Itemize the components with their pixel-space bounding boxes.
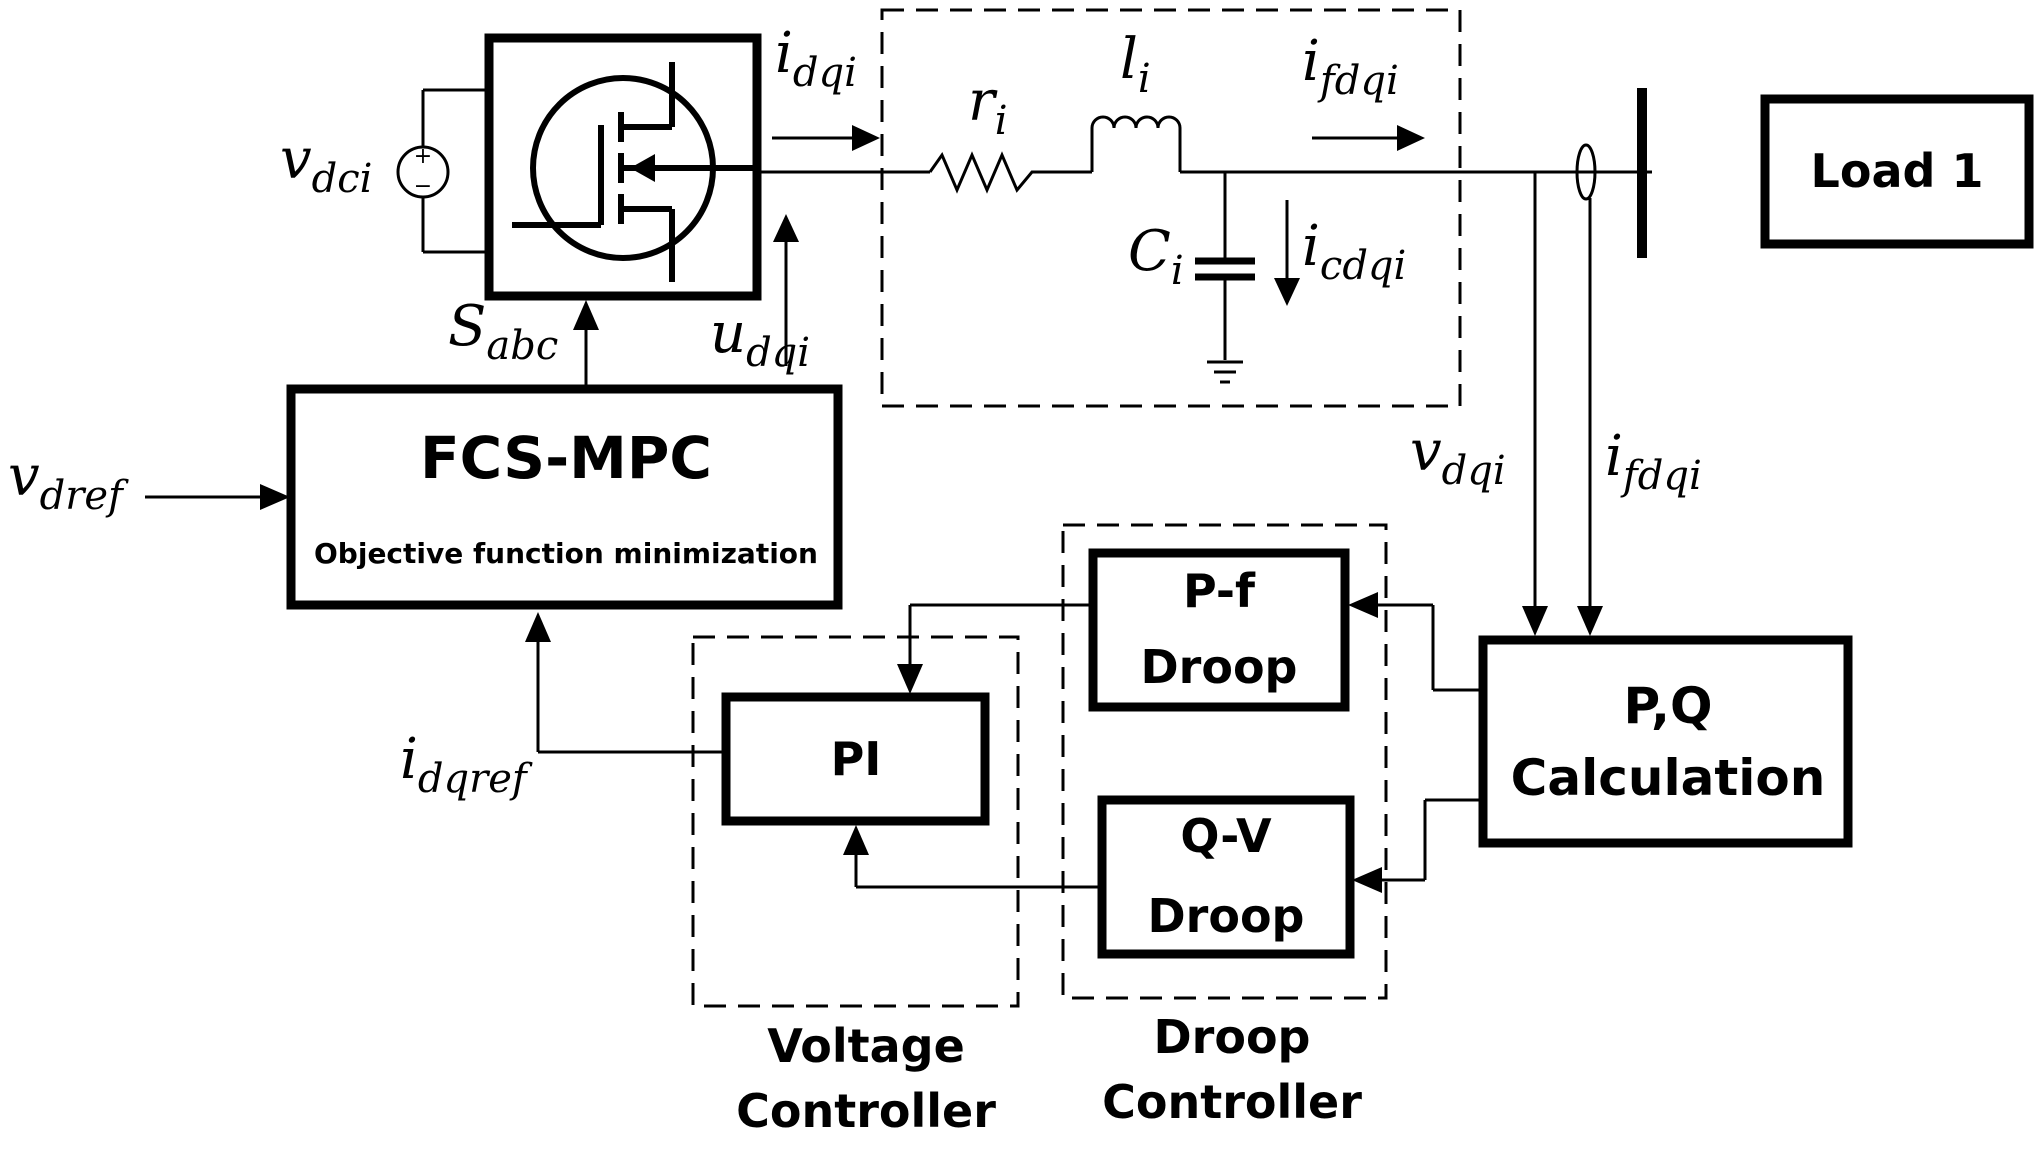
droop-controller-group bbox=[1061, 523, 1388, 1000]
i-fdqi-top-label: ifdqi bbox=[1302, 29, 1399, 104]
capacitor-c-i bbox=[1195, 172, 1255, 360]
r-i-label: ri bbox=[968, 69, 1008, 144]
i-fdqi-arrow bbox=[1312, 125, 1425, 151]
voltage-controller-group bbox=[691, 635, 1020, 1008]
fcs-mpc-subtitle: Objective function minimization bbox=[314, 537, 818, 570]
voltage-controller-caption-line2: Controller bbox=[736, 1084, 996, 1138]
dc-voltage-source: + − bbox=[396, 88, 487, 254]
mosfet-icon bbox=[512, 62, 757, 282]
source-plus-sign: + bbox=[414, 144, 432, 169]
i-fdqi-feedback-label: ifdqi bbox=[1605, 424, 1702, 499]
i-dqref-path bbox=[525, 612, 724, 754]
q-v-droop-line2: Droop bbox=[1147, 889, 1304, 943]
inductor-l-i bbox=[1090, 115, 1182, 172]
v-dqi-feedback-path bbox=[1522, 172, 1548, 636]
i-dqi-arrow bbox=[772, 125, 880, 151]
u-dqi-label: udqi bbox=[710, 301, 810, 376]
p-f-droop-line2: Droop bbox=[1140, 640, 1297, 694]
u-dqi-arrow bbox=[773, 214, 799, 366]
q-v-droop-block bbox=[1097, 795, 1355, 959]
source-minus-sign: − bbox=[414, 174, 432, 199]
s-abc-arrow bbox=[573, 300, 599, 387]
i-cdqi-label: icdqi bbox=[1302, 214, 1406, 289]
pq-calculation-block bbox=[1478, 635, 1853, 848]
pi-block bbox=[721, 692, 990, 826]
pq-to-q-v-path bbox=[1352, 798, 1483, 893]
v-dci-label: vdci bbox=[280, 127, 372, 202]
current-sensor-icon bbox=[1575, 143, 1597, 201]
p-f-to-pi-path bbox=[897, 603, 1093, 694]
resistor-r-i bbox=[928, 151, 1092, 194]
l-i-label: li bbox=[1120, 27, 1151, 102]
ground-icon bbox=[1207, 360, 1243, 384]
c-i-label: Ci bbox=[1128, 219, 1184, 294]
pq-calc-line1: P,Q bbox=[1624, 677, 1713, 735]
i-dqi-label: idqi bbox=[775, 21, 857, 96]
v-dqi-label: vdqi bbox=[1410, 419, 1506, 494]
q-v-to-pi-path bbox=[843, 825, 1102, 889]
voltage-controller-caption-line1: Voltage bbox=[767, 1019, 965, 1073]
i-dqref-label: idqref bbox=[400, 727, 533, 802]
lc-filter-group bbox=[880, 8, 1462, 408]
v-dref-label: vdref bbox=[8, 444, 129, 519]
i-fdqi-feedback-path bbox=[1577, 198, 1603, 636]
load-block bbox=[1760, 94, 2034, 249]
load-label: Load 1 bbox=[1811, 144, 1984, 198]
pq-to-p-f-path bbox=[1348, 592, 1483, 692]
pi-label: PI bbox=[831, 732, 882, 786]
fcs-mpc-title: FCS-MPC bbox=[420, 424, 712, 492]
v-dref-arrow bbox=[145, 484, 290, 510]
i-cdqi-arrow bbox=[1274, 200, 1300, 306]
p-f-droop-line1: P-f bbox=[1183, 564, 1256, 618]
q-v-droop-line1: Q-V bbox=[1180, 809, 1272, 863]
s-abc-label: Sabc bbox=[448, 294, 558, 369]
p-f-droop-block bbox=[1088, 548, 1350, 712]
pq-calc-line2: Calculation bbox=[1511, 749, 1826, 807]
fcs-mpc-block bbox=[286, 384, 843, 610]
droop-controller-caption-line1: Droop bbox=[1153, 1010, 1310, 1064]
droop-controller-caption-line2: Controller bbox=[1102, 1075, 1362, 1129]
